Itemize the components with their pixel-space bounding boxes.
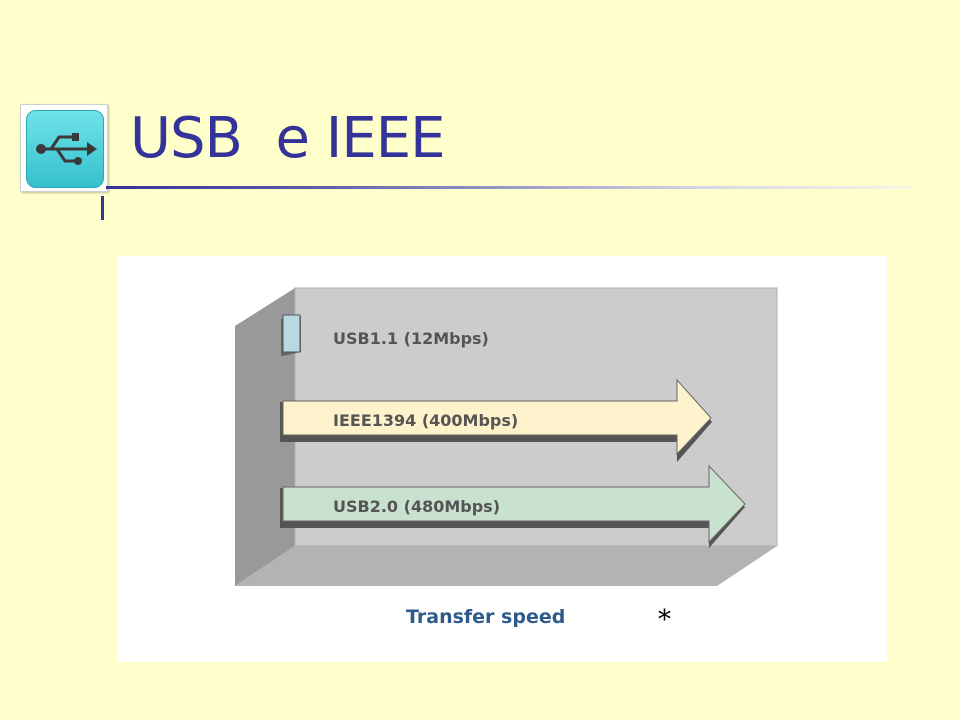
usb20-label: USB2.0 (480Mbps) (333, 497, 500, 516)
ieee1394-label: IEEE1394 (400Mbps) (333, 411, 518, 430)
slide-title: USB e IEEE (130, 106, 445, 171)
box-floor (235, 546, 777, 586)
transfer-speed-label: Transfer speed (406, 606, 565, 628)
title-tick-mark (101, 196, 104, 220)
usb-logo-tile (26, 110, 104, 188)
usb11-label: USB1.1 (12Mbps) (333, 329, 489, 348)
title-underline (106, 186, 912, 189)
footnote-asterisk: * (658, 605, 671, 635)
usb-trident-icon (36, 133, 97, 165)
speed-comparison-diagram: USB1.1 (12Mbps) IEEE1394 (400Mbps) USB2.… (117, 256, 887, 662)
usb11-block (282, 314, 301, 353)
ieee1394-arrow (282, 378, 712, 456)
usb20-arrow (282, 464, 746, 544)
diagram-canvas: USB1.1 (12Mbps) IEEE1394 (400Mbps) USB2.… (235, 287, 778, 635)
usb-logo (20, 104, 108, 192)
